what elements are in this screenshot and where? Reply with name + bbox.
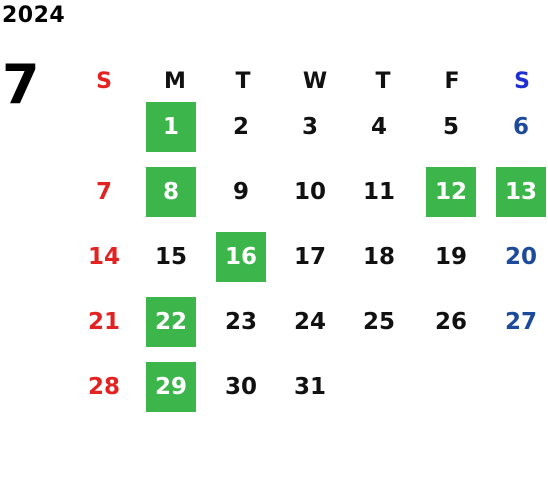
weekday-monday: M xyxy=(164,69,186,94)
empty-day-cell xyxy=(496,362,546,412)
day-cell[interactable]: 10 xyxy=(293,179,326,205)
day-cell[interactable]: 15 xyxy=(154,244,187,270)
day-cell[interactable]: 25 xyxy=(362,309,395,335)
calendar-year: 2024 xyxy=(2,3,66,28)
day-cell[interactable]: 19 xyxy=(434,244,467,270)
weekday-saturday: S xyxy=(514,69,530,94)
day-cell[interactable]: 20 xyxy=(504,244,537,270)
weekday-header-row: S M T W T F S xyxy=(70,62,548,102)
empty-day-cell xyxy=(426,362,476,412)
day-cell[interactable]: 30 xyxy=(224,374,257,400)
weekday-tuesday: T xyxy=(235,69,251,94)
day-cell[interactable]: 8 xyxy=(146,167,196,217)
day-cell[interactable]: 17 xyxy=(293,244,326,270)
weekday-thursday: T xyxy=(375,69,391,94)
weekday-friday: F xyxy=(444,69,460,94)
calendar-month: 7 xyxy=(2,53,40,116)
week-row: 28 29 30 31 xyxy=(70,362,548,427)
day-cell[interactable]: 6 xyxy=(512,114,529,140)
empty-day-cell xyxy=(79,102,129,152)
week-row: 7 8 9 10 11 12 13 xyxy=(70,167,548,232)
day-cell[interactable]: 27 xyxy=(504,309,537,335)
day-cell[interactable]: 18 xyxy=(362,244,395,270)
empty-day-cell xyxy=(354,362,404,412)
day-cell[interactable]: 13 xyxy=(496,167,546,217)
day-cell[interactable]: 2 xyxy=(232,114,249,140)
day-cell[interactable]: 26 xyxy=(434,309,467,335)
day-cell[interactable]: 29 xyxy=(146,362,196,412)
week-row: 14 15 16 17 18 19 20 xyxy=(70,232,548,297)
day-cell[interactable]: 12 xyxy=(426,167,476,217)
week-row: 1 2 3 4 5 6 xyxy=(70,102,548,167)
day-cell[interactable]: 1 xyxy=(146,102,196,152)
weekday-wednesday: W xyxy=(302,69,328,94)
day-cell[interactable]: 23 xyxy=(224,309,257,335)
day-cell[interactable]: 31 xyxy=(293,374,326,400)
day-cell[interactable]: 28 xyxy=(87,374,120,400)
day-cell[interactable]: 22 xyxy=(146,297,196,347)
day-cell[interactable]: 5 xyxy=(442,114,459,140)
day-cell[interactable]: 3 xyxy=(301,114,318,140)
day-cell[interactable]: 4 xyxy=(370,114,387,140)
day-cell[interactable]: 24 xyxy=(293,309,326,335)
day-cell[interactable]: 14 xyxy=(87,244,120,270)
day-cell[interactable]: 21 xyxy=(87,309,120,335)
day-cell[interactable]: 7 xyxy=(95,179,112,205)
day-cell[interactable]: 16 xyxy=(216,232,266,282)
day-cell[interactable]: 9 xyxy=(232,179,249,205)
weekday-sunday: S xyxy=(96,69,112,94)
day-cell[interactable]: 11 xyxy=(362,179,395,205)
week-row: 21 22 23 24 25 26 27 xyxy=(70,297,548,362)
